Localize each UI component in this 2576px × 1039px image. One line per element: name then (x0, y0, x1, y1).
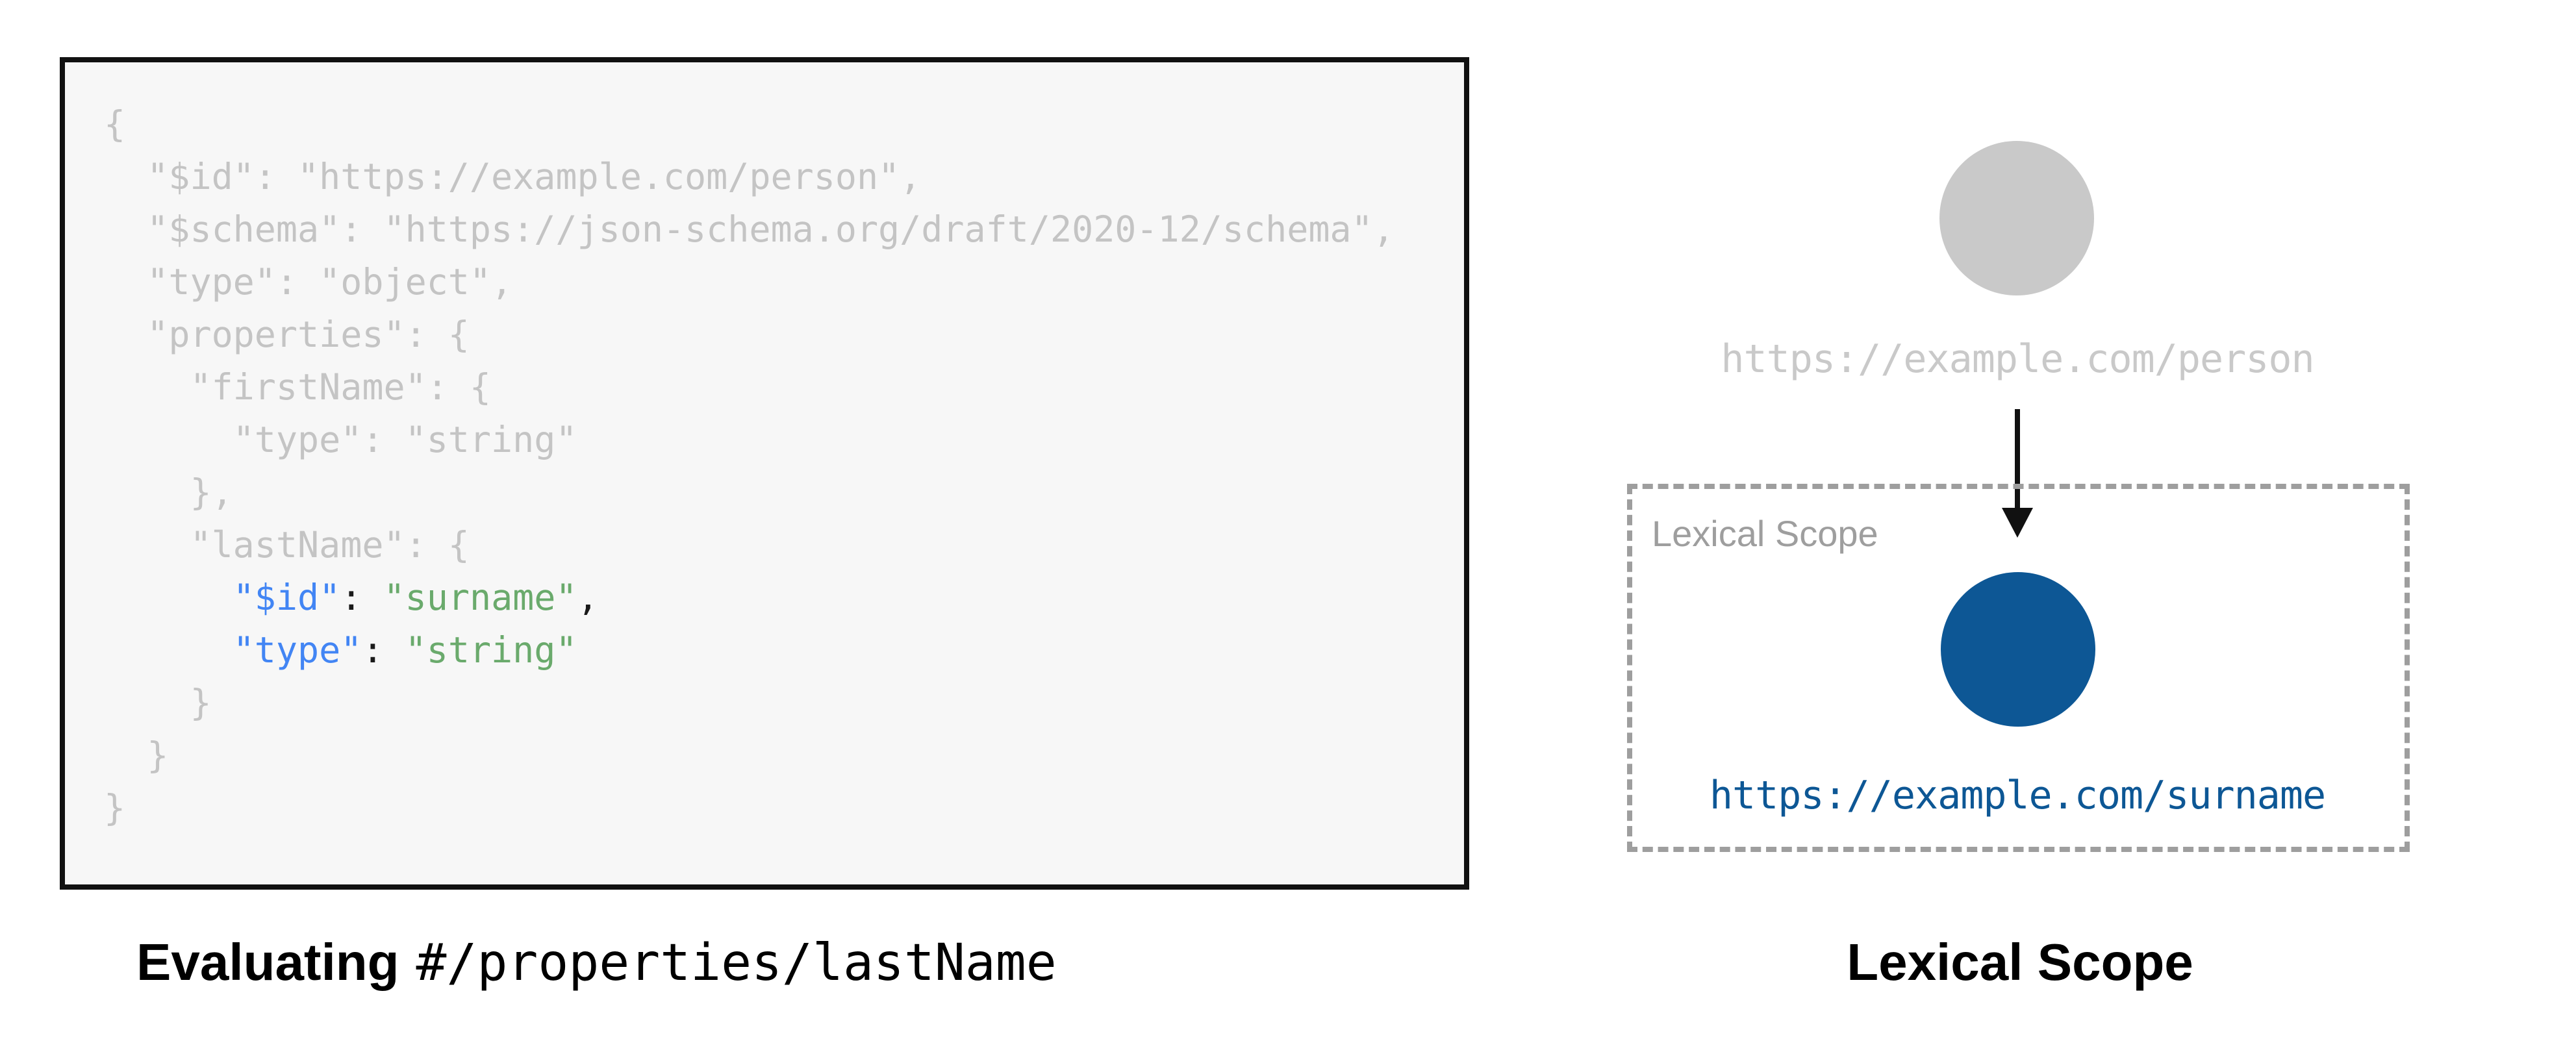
code-token-muted: "type": "string" (104, 419, 577, 460)
surname-node (1941, 572, 2095, 727)
schema-code-panel: { "$id": "https://example.com/person", "… (60, 57, 1469, 890)
code-line: } (104, 782, 1445, 834)
code-token-key: "type" (233, 629, 362, 671)
code-token-muted: "type": "object", (104, 261, 513, 303)
code-token-string: "surname" (383, 577, 577, 618)
code-line: "properties": { (104, 308, 1445, 361)
code-line: "$id": "https://example.com/person", (104, 151, 1445, 203)
left-caption: Evaluating #/properties/lastName (136, 933, 1057, 992)
code-token-punct: : (340, 577, 384, 618)
left-caption-pointer: #/properties/lastName (416, 934, 1057, 992)
code-line: "$schema": "https://json-schema.org/draf… (104, 203, 1445, 256)
code-line: "type": "string" (104, 624, 1445, 677)
code-token-muted: }, (104, 471, 233, 513)
code-line: "$id": "surname", (104, 571, 1445, 624)
arrow-line (2015, 409, 2020, 510)
code-token-muted: "$id": "https://example.com/person", (104, 156, 922, 197)
code-line: } (104, 729, 1445, 782)
code-line: "lastName": { (104, 519, 1445, 571)
code-token-muted: "lastName": { (104, 524, 470, 566)
code-token-muted: "firstName": { (104, 366, 492, 408)
code-token-muted: } (104, 682, 212, 723)
code-token-punct: , (577, 577, 599, 618)
code-line: "type": "object", (104, 256, 1445, 308)
code-token-muted (104, 629, 233, 671)
code-token-key: "$id" (233, 577, 341, 618)
person-node (1939, 141, 2094, 295)
code-token-muted: { (104, 103, 126, 145)
code-line: { (104, 98, 1445, 151)
lexical-scope-box-label: Lexical Scope (1652, 513, 1878, 554)
code-token-muted: } (104, 734, 169, 776)
code-line: "firstName": { (104, 361, 1445, 414)
code-token-punct: : (362, 629, 405, 671)
code-token-muted: } (104, 787, 126, 829)
code-token-string: "string" (405, 629, 577, 671)
code-token-muted: "properties": { (104, 314, 470, 355)
code-line: "type": "string" (104, 414, 1445, 466)
surname-node-label: https://example.com/surname (1709, 773, 2326, 818)
arrow-head (2002, 508, 2033, 538)
arrow-down-icon (2002, 409, 2033, 538)
left-caption-bold: Evaluating (136, 933, 399, 991)
code-token-muted (104, 577, 233, 618)
json-schema-code: { "$id": "https://example.com/person", "… (104, 98, 1445, 834)
lexical-scope-box: Lexical Scope (1627, 484, 2410, 852)
code-token-muted: "$schema": "https://json-schema.org/draf… (104, 208, 1395, 250)
right-caption: Lexical Scope (1847, 933, 2193, 991)
code-line: } (104, 677, 1445, 729)
code-line: }, (104, 466, 1445, 519)
person-node-label: https://example.com/person (1721, 336, 2314, 382)
